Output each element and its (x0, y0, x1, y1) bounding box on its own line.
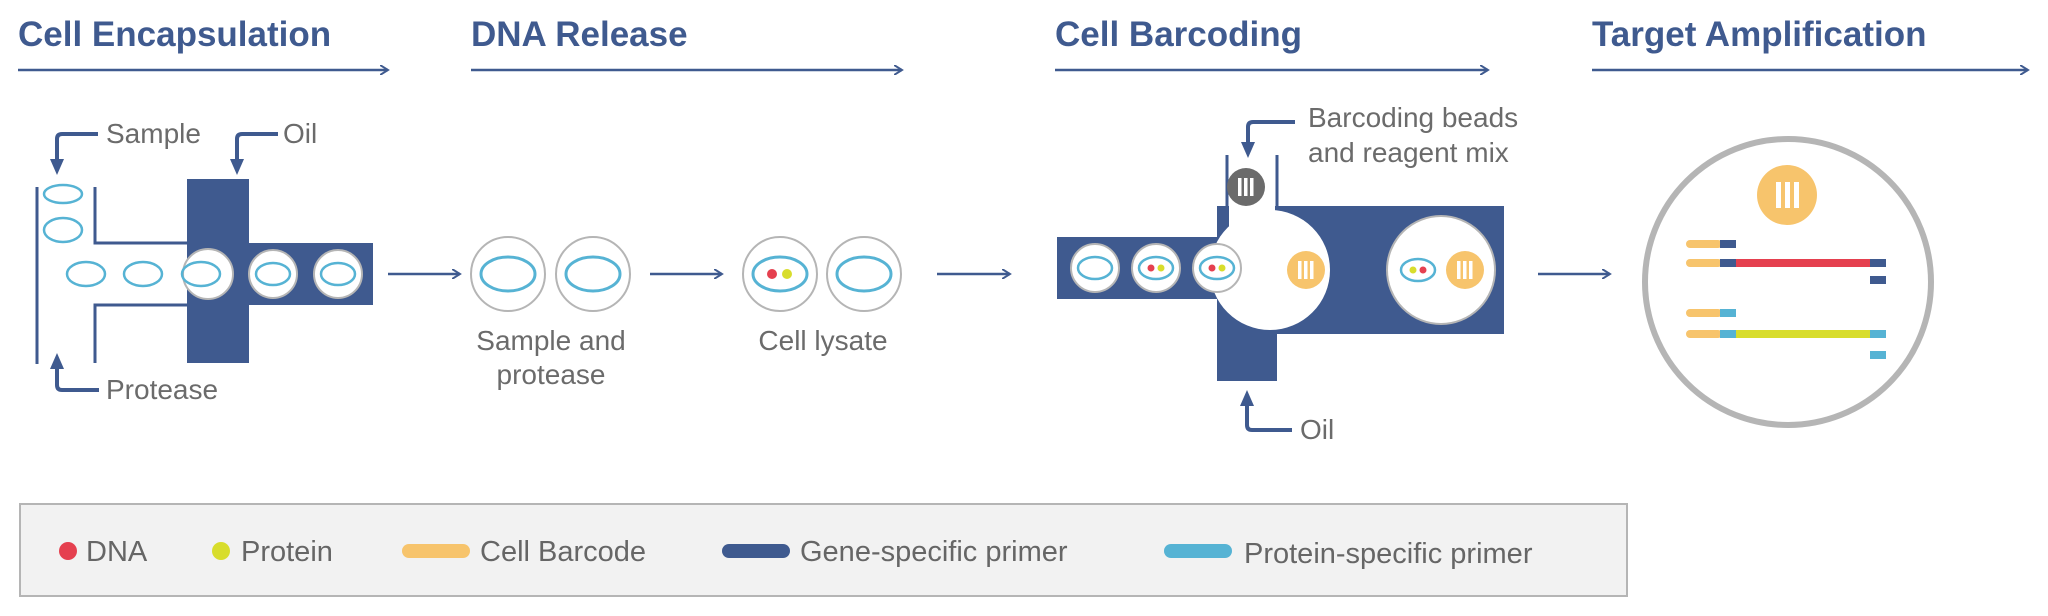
legend-item-protein: Protein (212, 536, 333, 568)
legend: DNA Protein Cell Barcode Gene-specific p… (19, 503, 1628, 597)
legend-item-protein-primer: Protein-specific primer (1164, 538, 1533, 570)
stage-title: Cell Encapsulation (18, 15, 331, 54)
stage-title: Target Amplification (1592, 15, 1926, 54)
stage-title: DNA Release (471, 15, 688, 54)
legend-item-gene-primer: Gene-specific primer (722, 536, 1068, 568)
oil-bottom-label: Oil (1300, 414, 1334, 445)
stage-header-dna-release: DNA Release (471, 15, 902, 70)
barcoding-beads-label: Barcoding beads (1308, 102, 1518, 133)
stage-title: Cell Barcoding (1055, 15, 1302, 54)
stage-header-target-amplification: Target Amplification (1592, 15, 2028, 70)
sample-and-protease-label-line2: protease (497, 359, 606, 390)
barcoding-beads-label-line2: and reagent mix (1308, 137, 1509, 168)
cell-lysate-droplets (742, 236, 902, 312)
protein-dot (782, 269, 792, 279)
legend-label: Gene-specific primer (800, 536, 1068, 568)
amplification-droplet (1642, 136, 1934, 428)
protease-label: Protease (106, 374, 218, 405)
legend-label: Protein-specific primer (1244, 538, 1533, 570)
bent-arrow-icon (50, 353, 99, 392)
stage-header-cell-barcoding: Cell Barcoding (1055, 15, 1488, 70)
dna-swatch (59, 542, 77, 560)
dna-dot (767, 269, 777, 279)
protein-primer-swatch (1164, 544, 1232, 558)
sample-label: Sample (106, 118, 201, 149)
legend-label: Protein (241, 536, 333, 568)
bent-arrow-icon (1241, 120, 1295, 158)
cell-lysate-label: Cell lysate (758, 325, 887, 356)
barcoding-chip (1057, 155, 1504, 381)
sample-and-protease-label: Sample and (476, 325, 625, 356)
legend-item-dna: DNA (59, 536, 148, 568)
encapsulation-chip (35, 179, 373, 364)
legend-label: DNA (86, 536, 148, 568)
bent-arrow-icon (1240, 390, 1292, 432)
protein-swatch (212, 542, 230, 560)
legend-box (19, 503, 1628, 597)
sample-and-protease-droplets (470, 236, 631, 312)
bent-arrow-icon (230, 132, 278, 175)
legend-item-cell-barcode: Cell Barcode (402, 536, 646, 568)
oil-label: Oil (283, 118, 317, 149)
gene-primer-swatch (722, 544, 790, 558)
legend-label: Cell Barcode (480, 536, 646, 568)
stage-header-cell-encapsulation: Cell Encapsulation (18, 15, 388, 70)
cell-barcode-swatch (402, 544, 470, 558)
bent-arrow-icon (50, 132, 98, 175)
